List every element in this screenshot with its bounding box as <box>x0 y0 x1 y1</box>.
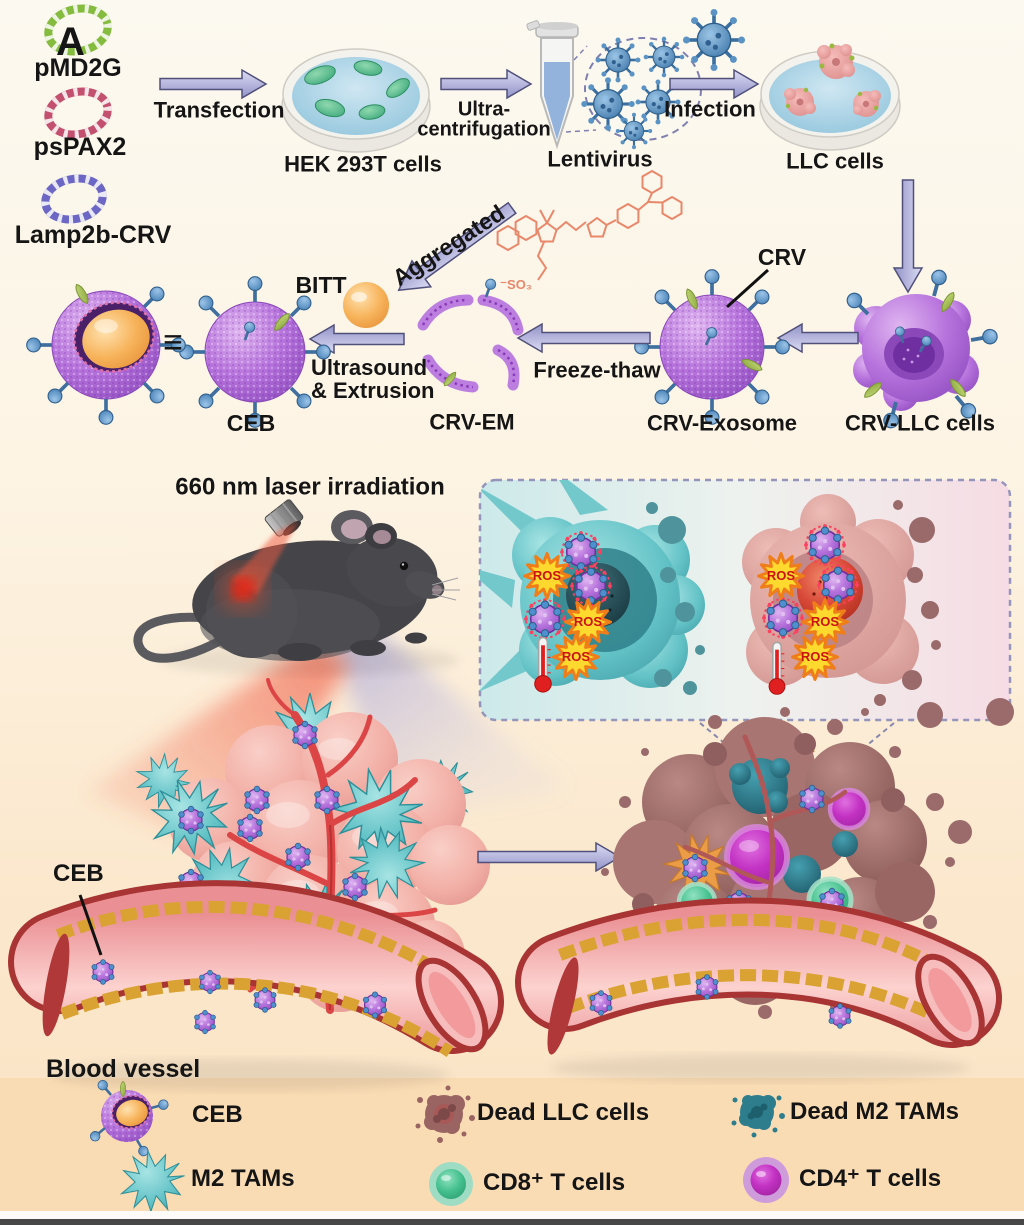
ultrasound-label-1: Ultrasound <box>311 355 428 380</box>
ceb-cutaway-icon <box>24 282 188 427</box>
legend-cd4-icon <box>743 1157 789 1203</box>
mouse <box>133 510 460 676</box>
crv-em-label: CRV-EM <box>429 409 515 435</box>
legend-m2-tams-label: M2 TAMs <box>191 1165 295 1192</box>
crv-llc-cell-icon <box>842 266 1001 432</box>
laser-irradiation-label: 660 nm laser irradiation <box>175 473 445 501</box>
freeze-thaw-arrow <box>516 322 651 354</box>
ros-label-6: ROS <box>800 649 830 665</box>
bottom-dark-bar <box>0 1219 1024 1225</box>
mouse-eye <box>399 561 409 571</box>
llc-to-crvllc-arrow <box>892 179 924 294</box>
legend-cd8-icon <box>429 1162 473 1206</box>
llc-dish-icon <box>759 43 901 151</box>
legend-cd4-label: CD4⁺ T cells <box>799 1165 942 1192</box>
dying-m2-tam-cell <box>480 480 705 695</box>
panel-label: A <box>56 20 85 64</box>
infection-label: Infection <box>664 96 756 122</box>
crv-exosome-icon <box>632 267 792 427</box>
dying-llc-cell <box>742 494 941 706</box>
equivalence-symbol: ≡ <box>163 323 183 362</box>
ros-label-2: ROS <box>573 614 603 630</box>
legend-dead-m2-label: Dead M2 TAMs <box>790 1098 959 1125</box>
crvllc-to-exosome-arrow <box>776 322 859 354</box>
ceb-callout-line <box>78 894 103 956</box>
freeze-thaw-label: Freeze-thaw <box>533 357 661 383</box>
legend-dead-m2-icon <box>731 1095 785 1138</box>
ros-label-3: ROS <box>561 649 591 665</box>
bitt-sphere-icon <box>343 282 389 328</box>
plasmid-lamp2b-crv-label: Lamp2b-CRV <box>14 221 172 249</box>
infection-arrow <box>669 68 760 100</box>
ceb-callout-label: CEB <box>53 860 104 887</box>
llc-cells-label: LLC cells <box>786 148 884 174</box>
crv-label: CRV <box>757 244 807 271</box>
treatment-arrow <box>477 841 622 873</box>
plasmid-pspax2-label: psPAX2 <box>33 133 127 161</box>
ceb-assembly-label: CEB <box>226 410 276 437</box>
lentivirus-label: Lentivirus <box>547 146 653 172</box>
plasmid-pspax2-icon <box>44 87 112 139</box>
lentivirus-magnifier <box>579 35 702 151</box>
ultracentrifugation-label-2: centrifugation <box>417 118 551 141</box>
ros-label-1: ROS <box>532 568 562 584</box>
so3-label: ⁻SO₃ <box>500 277 532 293</box>
ultracentrifugation-arrow <box>440 68 533 100</box>
hek-dish-icon <box>281 48 431 153</box>
legend-dead-llc-label: Dead LLC cells <box>477 1099 650 1126</box>
legend-dead-llc-icon <box>415 1085 475 1143</box>
ultrasound-label-2: & Extrusion <box>311 378 435 403</box>
crv-em-fragments-icon <box>417 276 524 393</box>
transfection-arrow <box>159 68 268 100</box>
hek-cells-label: HEK 293T cells <box>284 151 442 177</box>
transfection-label: Transfection <box>153 97 285 123</box>
ultracentrifugation-label-1: Ultra- <box>457 98 511 121</box>
infection-virus-icon <box>681 7 747 73</box>
plasmid-pmd2g-icon <box>44 4 112 56</box>
bitt-label: BITT <box>295 272 347 299</box>
crv-llc-cells-label: CRV-LLC cells <box>845 410 995 436</box>
ros-label-5: ROS <box>810 614 840 630</box>
crv-exosome-label: CRV-Exosome <box>647 410 797 436</box>
legend-ceb-label: CEB <box>192 1101 243 1128</box>
dead-m2-tam-blob <box>729 758 858 893</box>
blood-vessel-left <box>8 880 504 1091</box>
centrifuge-tube-icon <box>526 20 579 150</box>
legend-ceb-icon <box>87 1077 171 1159</box>
bottom-white-strip <box>0 1211 1024 1219</box>
ros-label-4: ROS <box>766 568 796 584</box>
ultrasound-arrow <box>308 323 405 355</box>
plasmid-lamp2b-crv-icon <box>41 174 107 224</box>
legend-cd8-label: CD8⁺ T cells <box>483 1169 626 1196</box>
blood-vessel-right <box>515 897 1002 1082</box>
plasmid-pmd2g-label: pMD2G <box>34 54 122 82</box>
ceb-sphere-icon <box>177 274 333 430</box>
bitt-structure-icon <box>496 169 683 281</box>
crv-callout-line <box>725 268 770 309</box>
blood-vessel-label: Blood vessel <box>46 1055 201 1083</box>
aggregated-arrow <box>397 201 517 292</box>
laser-beam-red <box>86 638 350 856</box>
